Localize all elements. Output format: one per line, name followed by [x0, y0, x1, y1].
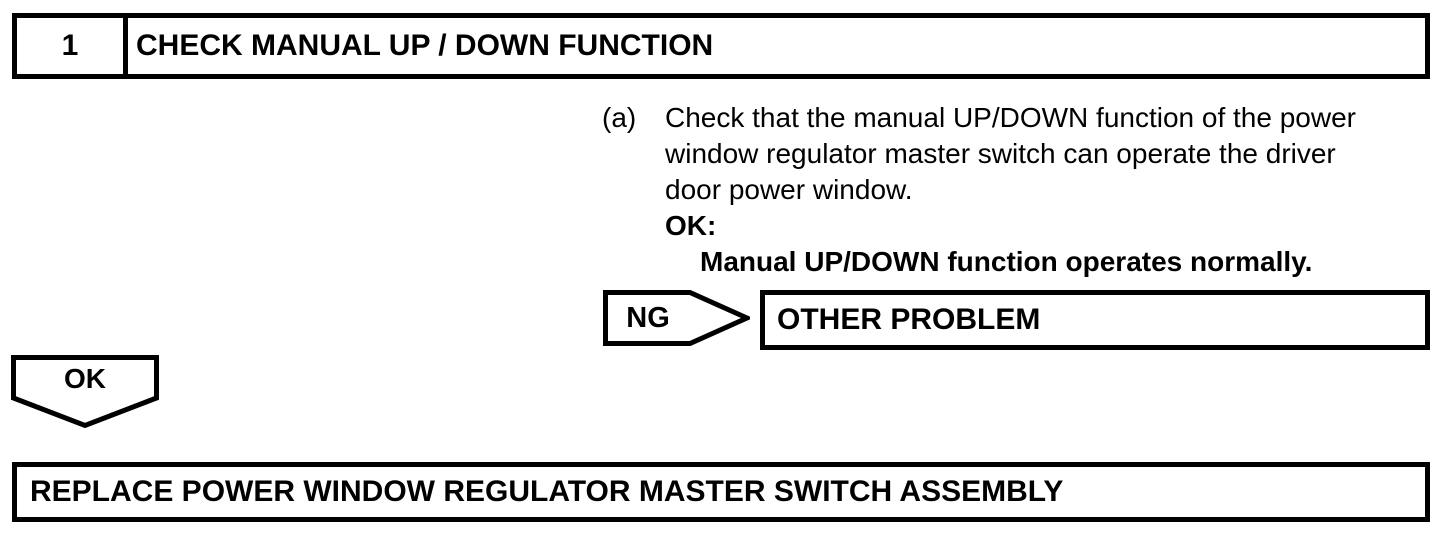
instruction-list-marker: (a)	[602, 102, 637, 133]
instruction-text: Check that the manual UP/DOWN function o…	[665, 100, 1356, 280]
ng-connector: NG	[603, 290, 750, 346]
ng-arrow-shape	[603, 290, 750, 346]
step-number: 1	[17, 18, 128, 74]
step-header-box: 1 CHECK MANUAL UP / DOWN FUNCTION	[12, 13, 1430, 79]
ng-connector-label: NG	[626, 301, 670, 334]
ok-connector-label: OK	[64, 363, 106, 394]
ng-result-text: OTHER PROBLEM	[777, 303, 1041, 336]
ng-arrow-polygon	[603, 290, 750, 346]
ok-criteria-text: Manual UP/DOWN function operates normall…	[700, 246, 1313, 277]
final-action-box: REPLACE POWER WINDOW REGULATOR MASTER SW…	[12, 462, 1430, 522]
final-action-text: REPLACE POWER WINDOW REGULATOR MASTER SW…	[30, 475, 1064, 508]
ok-arrow-polygon	[11, 355, 159, 429]
ok-connector: OK	[11, 355, 159, 429]
ng-result-box: OTHER PROBLEM	[760, 290, 1430, 350]
ok-criteria-label: OK:	[665, 210, 717, 241]
ok-arrow-shape	[11, 355, 159, 429]
instruction-line-2: window regulator master switch can opera…	[665, 138, 1336, 169]
step-title: CHECK MANUAL UP / DOWN FUNCTION	[136, 29, 714, 62]
instruction-line-1: Check that the manual UP/DOWN function o…	[665, 102, 1356, 133]
instruction-block: (a) Check that the manual UP/DOWN functi…	[602, 100, 1356, 280]
instruction-line-3: door power window.	[665, 174, 913, 205]
